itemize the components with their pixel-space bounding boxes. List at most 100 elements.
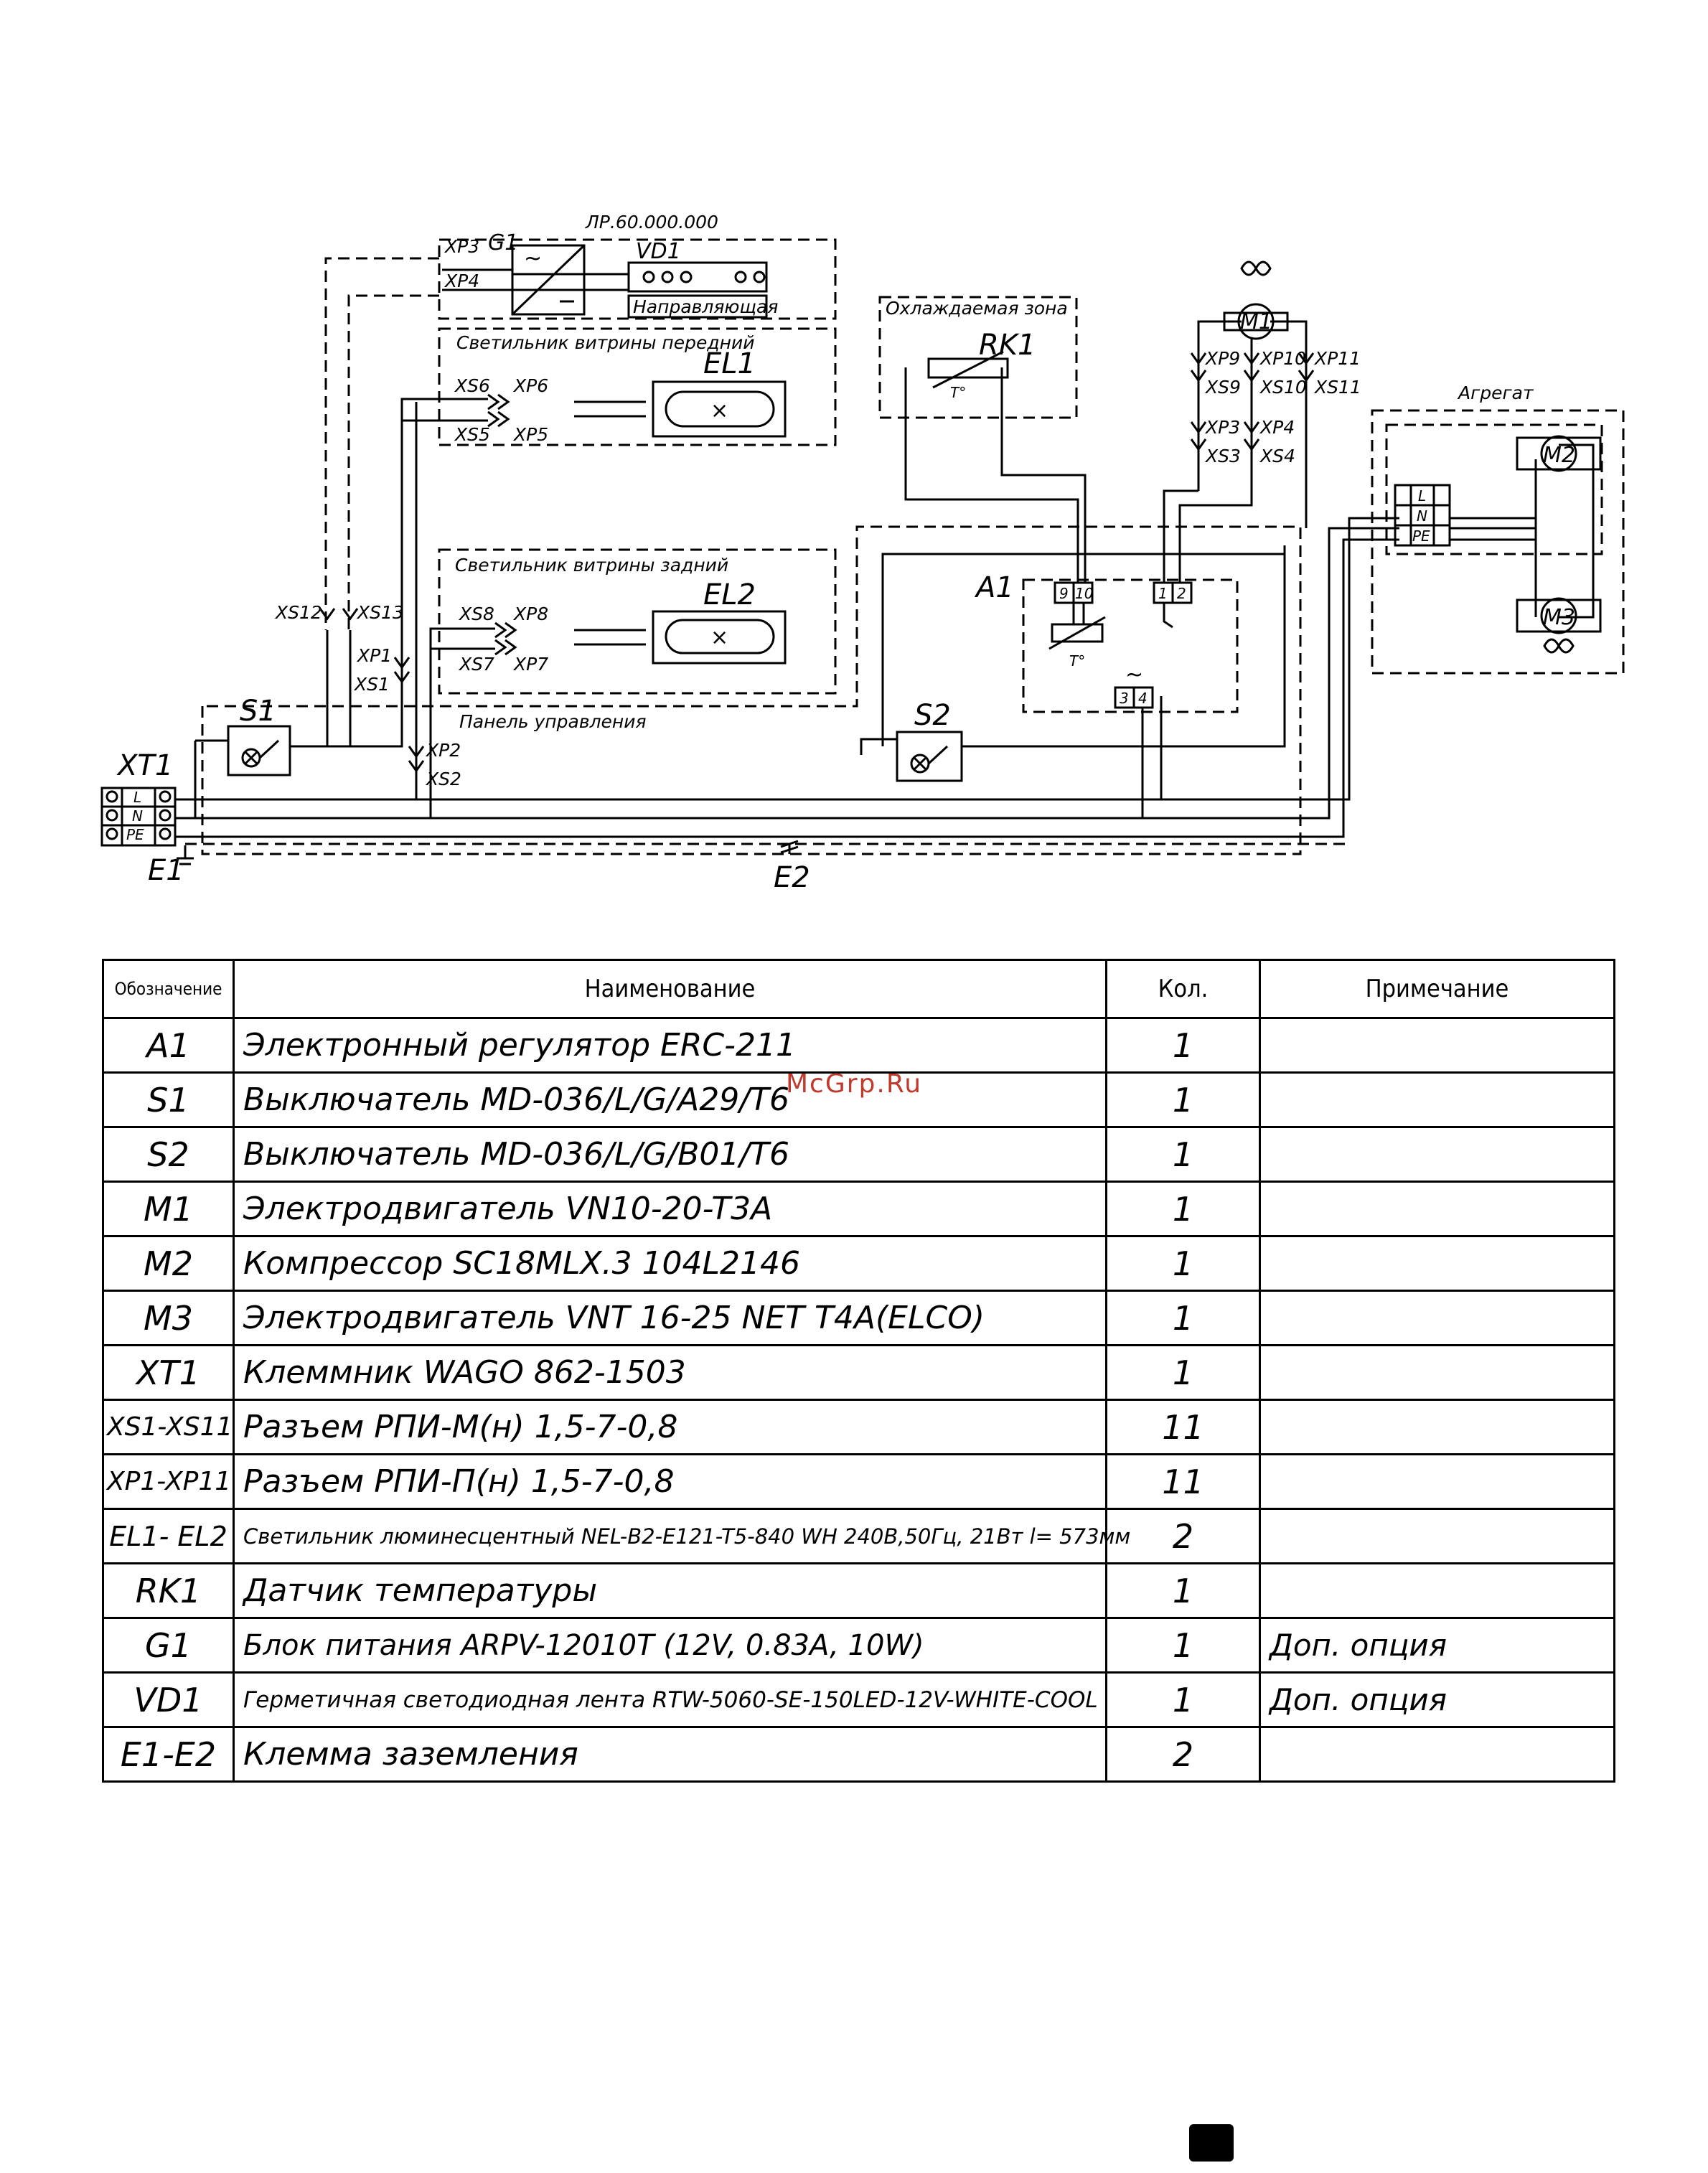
vd1-label: VD1 <box>636 239 681 264</box>
rear-light-enclosure <box>438 548 837 695</box>
front-light-enclosure <box>438 327 837 446</box>
row-qty: 11 <box>1105 1453 1261 1510</box>
rk1-temp: T° <box>950 384 966 401</box>
row-name: Блок питания ARPV-12010T (12V, 0.83A, 10… <box>233 1617 1107 1674</box>
a1-pin10: 10 <box>1075 585 1093 602</box>
row-name: Светильник люминесцентный NEL-B2-E121-T5… <box>233 1508 1130 1564</box>
row-note <box>1259 1071 1615 1128</box>
row-name: Выключатель MD-036/L/G/B01/T6 <box>233 1126 1107 1183</box>
g1-block <box>511 244 586 316</box>
xp1-label: XP1 <box>356 645 392 666</box>
s1-label: S1 <box>240 695 276 728</box>
svg-text:~: ~ <box>524 246 542 271</box>
row-designation: G1 <box>102 1617 235 1674</box>
a1-pin3: 3 <box>1120 690 1129 707</box>
xs2-label: XS2 <box>425 769 461 789</box>
s2-label: S2 <box>914 699 951 732</box>
xp11-label: XP11 <box>1313 348 1361 369</box>
e1-label: E1 <box>148 854 184 887</box>
rk1-sensor <box>927 357 1009 379</box>
row-qty: 1 <box>1105 1671 1261 1728</box>
m3-fan-motor <box>1540 597 1577 634</box>
xs7-label: XS7 <box>458 654 494 675</box>
xp5-label: XP5 <box>512 424 548 445</box>
row-designation: RK1 <box>102 1562 235 1619</box>
led-dots <box>642 271 766 283</box>
drawing-number: ЛР.60.000.000 <box>585 212 718 233</box>
xp10-label: XP10 <box>1259 348 1306 369</box>
row-qty: 1 <box>1105 1017 1261 1074</box>
xs4-label: XS4 <box>1259 446 1295 466</box>
header-qty: Кол. <box>1105 959 1261 1019</box>
xs12-label: XS12 <box>274 602 322 623</box>
a1-sensor-symbol <box>1051 623 1104 643</box>
row-name: Электронный регулятор ERC-211 <box>233 1017 1107 1074</box>
m2-label: M2 <box>1543 443 1575 468</box>
row-name: Датчик температуры <box>233 1562 1107 1619</box>
xt1-label: XT1 <box>116 749 173 782</box>
a1-pin4: 4 <box>1138 690 1148 707</box>
row-note <box>1259 1181 1615 1237</box>
row-qty: 1 <box>1105 1181 1261 1237</box>
control-panel-label: Панель управления <box>459 711 647 732</box>
m3-fan-icon <box>1543 638 1575 654</box>
row-name: Разъем РПИ-М(н) 1,5-7-0,8 <box>233 1399 1107 1455</box>
a1-tilde: ~ <box>1125 662 1143 687</box>
rail-label: Направляющая <box>633 296 778 317</box>
xs6-label: XS6 <box>454 375 490 396</box>
g1-label: G1 <box>488 230 518 255</box>
el1-lamp <box>652 380 787 438</box>
m1-fan-icon <box>1240 261 1272 276</box>
row-designation: M1 <box>102 1181 235 1237</box>
unit-enclosure-inner <box>1385 423 1603 555</box>
bill-of-materials-table: Обозначение Наименование Кол. Примечание… <box>102 959 1615 1783</box>
header-name: Наименование <box>233 959 1107 1019</box>
row-name: Компрессор SC18MLX.3 104L2146 <box>233 1235 1107 1292</box>
xs13-label: XS13 <box>356 602 404 623</box>
unit-zone-label: Агрегат <box>1457 382 1534 403</box>
row-name: Разъем РПИ-П(н) 1,5-7-0,8 <box>233 1453 1107 1510</box>
g1-vd1-enclosure <box>438 238 837 320</box>
row-note <box>1259 1017 1615 1074</box>
a1-temp: T° <box>1069 652 1085 670</box>
rk1-label: RK1 <box>979 329 1036 362</box>
xp9-label: XP9 <box>1204 348 1240 369</box>
row-designation: M3 <box>102 1290 235 1346</box>
m3-label: M3 <box>1543 605 1575 630</box>
xp8-label: XP8 <box>512 604 548 624</box>
xt1-block <box>100 787 177 847</box>
xp3-top-label: XP3 <box>444 236 479 257</box>
unit-l: L <box>1418 487 1426 504</box>
row-designation: XT1 <box>102 1344 235 1401</box>
unit-pe: PE <box>1412 527 1430 545</box>
page-marker <box>1189 2124 1234 2162</box>
unit-enclosure-outer <box>1371 409 1625 675</box>
xs3-label: XS3 <box>1204 446 1241 466</box>
xt1-pe: PE <box>126 826 144 843</box>
row-name: Электродвигатель VNT 16-25 NET T4A(ELCO) <box>233 1290 1107 1346</box>
row-name: Выключатель MD-036/L/G/A29/T6 <box>233 1071 1107 1128</box>
row-name: Клеммник WAGO 862-1503 <box>233 1344 1107 1401</box>
row-qty: 2 <box>1105 1508 1261 1564</box>
left-dashed-bus-2 <box>347 294 439 630</box>
header-designation: Обозначение <box>102 959 235 1019</box>
row-note <box>1259 1290 1615 1346</box>
row-designation: A1 <box>102 1017 235 1074</box>
e2-label: E2 <box>774 861 810 894</box>
el2-lamp <box>652 610 787 665</box>
xp3-label: XP3 <box>1204 417 1240 438</box>
xs8-label: XS8 <box>458 604 494 624</box>
row-note <box>1259 1235 1615 1292</box>
a1-pin9: 9 <box>1059 585 1069 602</box>
